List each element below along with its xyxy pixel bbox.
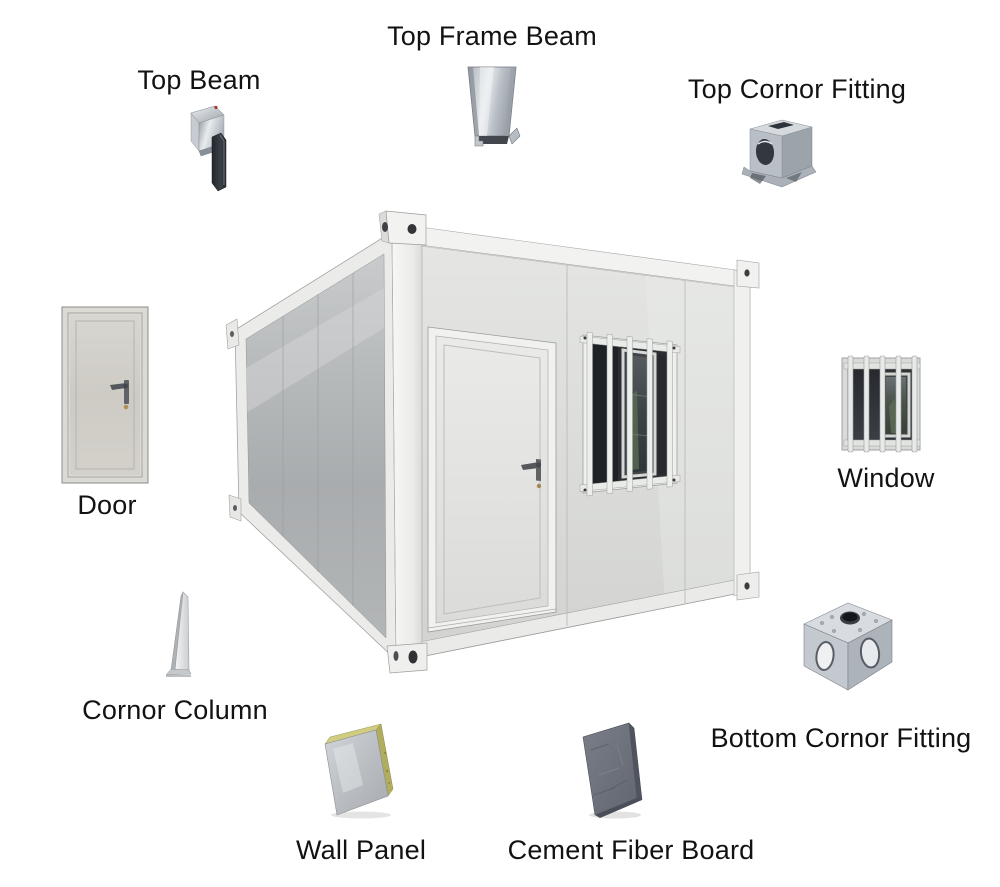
label-wall-panel: Wall Panel bbox=[295, 835, 427, 865]
top-beam-icon bbox=[190, 105, 227, 192]
label-cement-fiber-board: Cement Fiber Board bbox=[507, 835, 755, 865]
label-top-beam: Top Beam bbox=[137, 65, 261, 95]
door-icon bbox=[61, 306, 149, 484]
house-right-corner-post bbox=[733, 259, 760, 601]
bottom-cornor-fitting-icon bbox=[803, 602, 893, 691]
house-near-corner-post bbox=[378, 210, 428, 674]
label-top-frame-beam: Top Frame Beam bbox=[387, 21, 597, 51]
house-window bbox=[579, 331, 681, 497]
top-cornor-fitting-icon bbox=[741, 119, 817, 188]
cornor-column-icon bbox=[165, 591, 192, 677]
label-top-cornor-fitting: Top Cornor Fitting bbox=[687, 74, 907, 104]
top-frame-beam-icon bbox=[467, 66, 521, 147]
label-bottom-cornor-fitting: Bottom Cornor Fitting bbox=[710, 723, 972, 753]
label-door: Door bbox=[77, 490, 137, 520]
window-icon bbox=[841, 355, 921, 453]
container-house-image bbox=[225, 210, 760, 674]
wall-panel-icon bbox=[324, 723, 394, 819]
label-cornor-column: Cornor Column bbox=[82, 695, 268, 725]
house-door bbox=[427, 326, 557, 633]
label-window: Window bbox=[837, 463, 935, 493]
house-side-wall bbox=[225, 231, 397, 661]
door-handle-lever bbox=[521, 462, 539, 470]
cement-fiber-board-icon bbox=[582, 722, 643, 819]
